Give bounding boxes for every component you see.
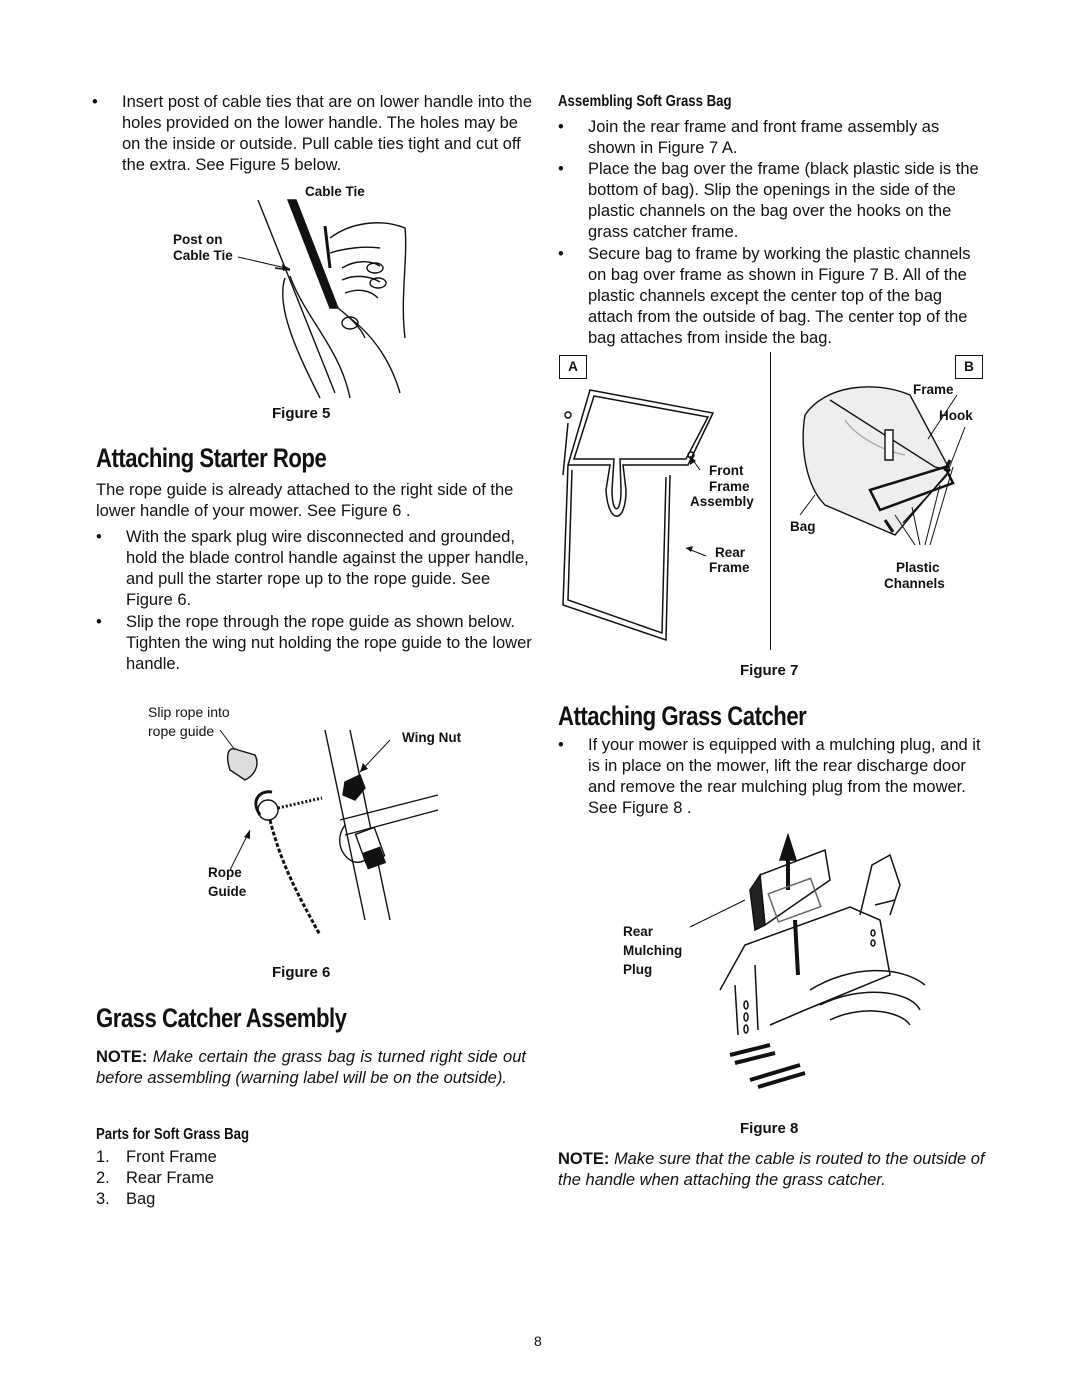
figure8-label-mulching: Mulching <box>623 943 683 958</box>
figure8-label-plug: Plug <box>623 962 653 977</box>
figure5-illustration <box>230 198 430 398</box>
grass-catcher-assembly-heading: Grass Catcher Assembly <box>96 1003 347 1033</box>
figure7-label-b-frame: Frame <box>913 382 954 397</box>
figure7-label-front: Front <box>709 463 744 478</box>
figure6-label-guide: Guide <box>208 884 247 899</box>
bullet-symbol: • <box>558 118 564 136</box>
figure6-label-slip-line2: rope guide <box>148 723 215 739</box>
starter-rope-bullet-text: Slip the rope through the rope guide as … <box>126 613 532 673</box>
assembling-bullet-text: Join the rear frame and front frame asse… <box>588 118 940 157</box>
parts-list-item: 3. Bag <box>96 1189 217 1210</box>
figure7-panel-a: A <box>559 355 587 379</box>
bullet-symbol: • <box>96 528 102 546</box>
starter-rope-bullet-text: With the spark plug wire disconnected an… <box>126 528 529 609</box>
figure6-label-slip-line1: Slip rope into <box>148 704 230 720</box>
assembling-bullet-text: Secure bag to frame by working the plast… <box>588 245 971 347</box>
assembling-bullet-3: • Secure bag to frame by working the pla… <box>558 244 990 349</box>
figure6-label-rope: Rope <box>208 865 242 880</box>
parts-list-item: 2. Rear Frame <box>96 1168 217 1189</box>
figure7-divider <box>770 352 771 650</box>
starter-rope-bullet-2: • Slip the rope through the rope guide a… <box>96 612 532 675</box>
note-text: Make certain the grass bag is turned rig… <box>96 1048 526 1087</box>
part-number: 2. <box>96 1169 110 1187</box>
grass-catcher-heading: Attaching Grass Catcher <box>558 701 807 731</box>
figure7-label-bag: Bag <box>790 519 816 534</box>
part-name: Rear Frame <box>126 1169 215 1187</box>
note-label: NOTE: <box>96 1048 148 1066</box>
parts-heading: Parts for Soft Grass Bag <box>96 1126 250 1143</box>
figure7-label-rear: Rear <box>715 545 746 560</box>
figure7-panel-b: B <box>955 355 983 379</box>
assembling-bullet-1: • Join the rear frame and front frame as… <box>558 117 990 159</box>
intro-bullet-text: Insert post of cable ties that are on lo… <box>122 93 533 174</box>
figure5-label-post-on: Post on <box>173 232 223 247</box>
part-number: 1. <box>96 1148 110 1166</box>
parts-list-item: 1. Front Frame <box>96 1147 217 1168</box>
part-number: 3. <box>96 1190 110 1208</box>
starter-rope-heading: Attaching Starter Rope <box>96 443 327 473</box>
figure7-label-frame: Frame <box>709 479 750 494</box>
assembling-bullet-text: Place the bag over the frame (black plas… <box>588 160 979 241</box>
starter-rope-intro: The rope guide is already attached to th… <box>96 481 514 520</box>
figure7-label-assembly: Assembly <box>690 494 754 509</box>
bullet-symbol: • <box>96 613 102 631</box>
figure7-panel-b-illustration <box>785 375 985 545</box>
note-label: NOTE: <box>558 1150 610 1168</box>
intro-bullet: • Insert post of cable ties that are on … <box>92 92 532 176</box>
assembling-bullet-2: • Place the bag over the frame (black pl… <box>558 159 990 243</box>
bullet-symbol: • <box>558 160 564 178</box>
page-number: 8 <box>534 1333 542 1349</box>
part-name: Front Frame <box>126 1148 217 1166</box>
figure7-panel-a-illustration <box>558 385 733 650</box>
figure5-caption: Figure 5 <box>272 405 331 422</box>
note-text: Make sure that the cable is routed to th… <box>558 1150 985 1189</box>
figure6-caption: Figure 6 <box>272 964 331 981</box>
figure7-label-channels: Channels <box>884 576 945 591</box>
grass-catcher-bullet-text: If your mower is equipped with a mulchin… <box>588 736 981 817</box>
figure7-caption: Figure 7 <box>740 662 799 679</box>
figure7-label-plastic: Plastic <box>896 560 940 575</box>
assembly-note: NOTE: Make certain the grass bag is turn… <box>96 1047 526 1089</box>
grass-catcher-bullet: • If your mower is equipped with a mulch… <box>558 735 990 819</box>
figure7-label-hook: Hook <box>939 408 973 423</box>
part-name: Bag <box>126 1190 156 1208</box>
figure5-label-post-cable-tie: Cable Tie <box>173 248 233 263</box>
figure7-label-rear-frame: Frame <box>709 560 750 575</box>
figure8-caption: Figure 8 <box>740 1120 799 1137</box>
bullet-symbol: • <box>92 93 98 111</box>
parts-list: 1. Front Frame 2. Rear Frame 3. Bag <box>96 1147 217 1210</box>
final-note: NOTE: Make sure that the cable is routed… <box>558 1149 998 1191</box>
figure6-label-wing-nut: Wing Nut <box>402 730 462 745</box>
figure5-label-cable-tie: Cable Tie <box>305 184 365 199</box>
figure6-illustration <box>200 720 450 950</box>
figure5-leader-line <box>238 255 298 271</box>
assembling-heading: Assembling Soft Grass Bag <box>558 93 732 110</box>
figure8-illustration <box>710 835 935 1090</box>
figure8-label-rear: Rear <box>623 924 654 939</box>
starter-rope-bullet-1: • With the spark plug wire disconnected … <box>96 527 532 611</box>
bullet-symbol: • <box>558 245 564 263</box>
figure7-panel-a-leaders <box>676 448 716 568</box>
bullet-symbol: • <box>558 736 564 754</box>
